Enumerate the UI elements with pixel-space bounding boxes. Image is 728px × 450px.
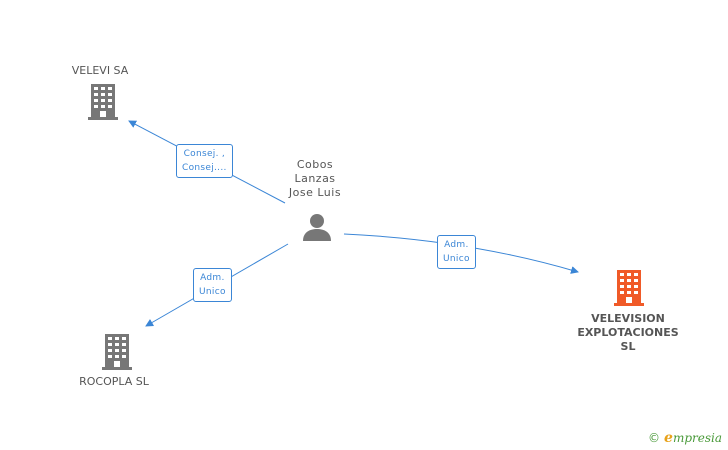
edge-label-adm-unico-velevision: Adm. Unico (437, 235, 476, 269)
brand-logo: ©empresia (648, 430, 722, 446)
edge-label-adm-unico-rocopla: Adm. Unico (193, 268, 232, 302)
building-icon[interactable] (86, 84, 120, 120)
building-icon[interactable] (612, 270, 646, 306)
brand-name: mpresia (672, 431, 722, 445)
edge-label-consej: Consej. , Consej.... (176, 144, 233, 178)
node-label-rocopla: ROCOPLA SL (79, 375, 149, 388)
node-label-person: Cobos Lanzas Jose Luis (288, 158, 342, 199)
person-icon[interactable] (302, 212, 332, 242)
copyright-icon: © (648, 431, 661, 445)
brand-initial: e (664, 430, 673, 446)
node-label-velevi: VELEVI SA (71, 64, 129, 77)
node-label-velevision: VELEVISION EXPLOTACIONES SL (577, 312, 679, 353)
building-icon[interactable] (100, 334, 134, 370)
